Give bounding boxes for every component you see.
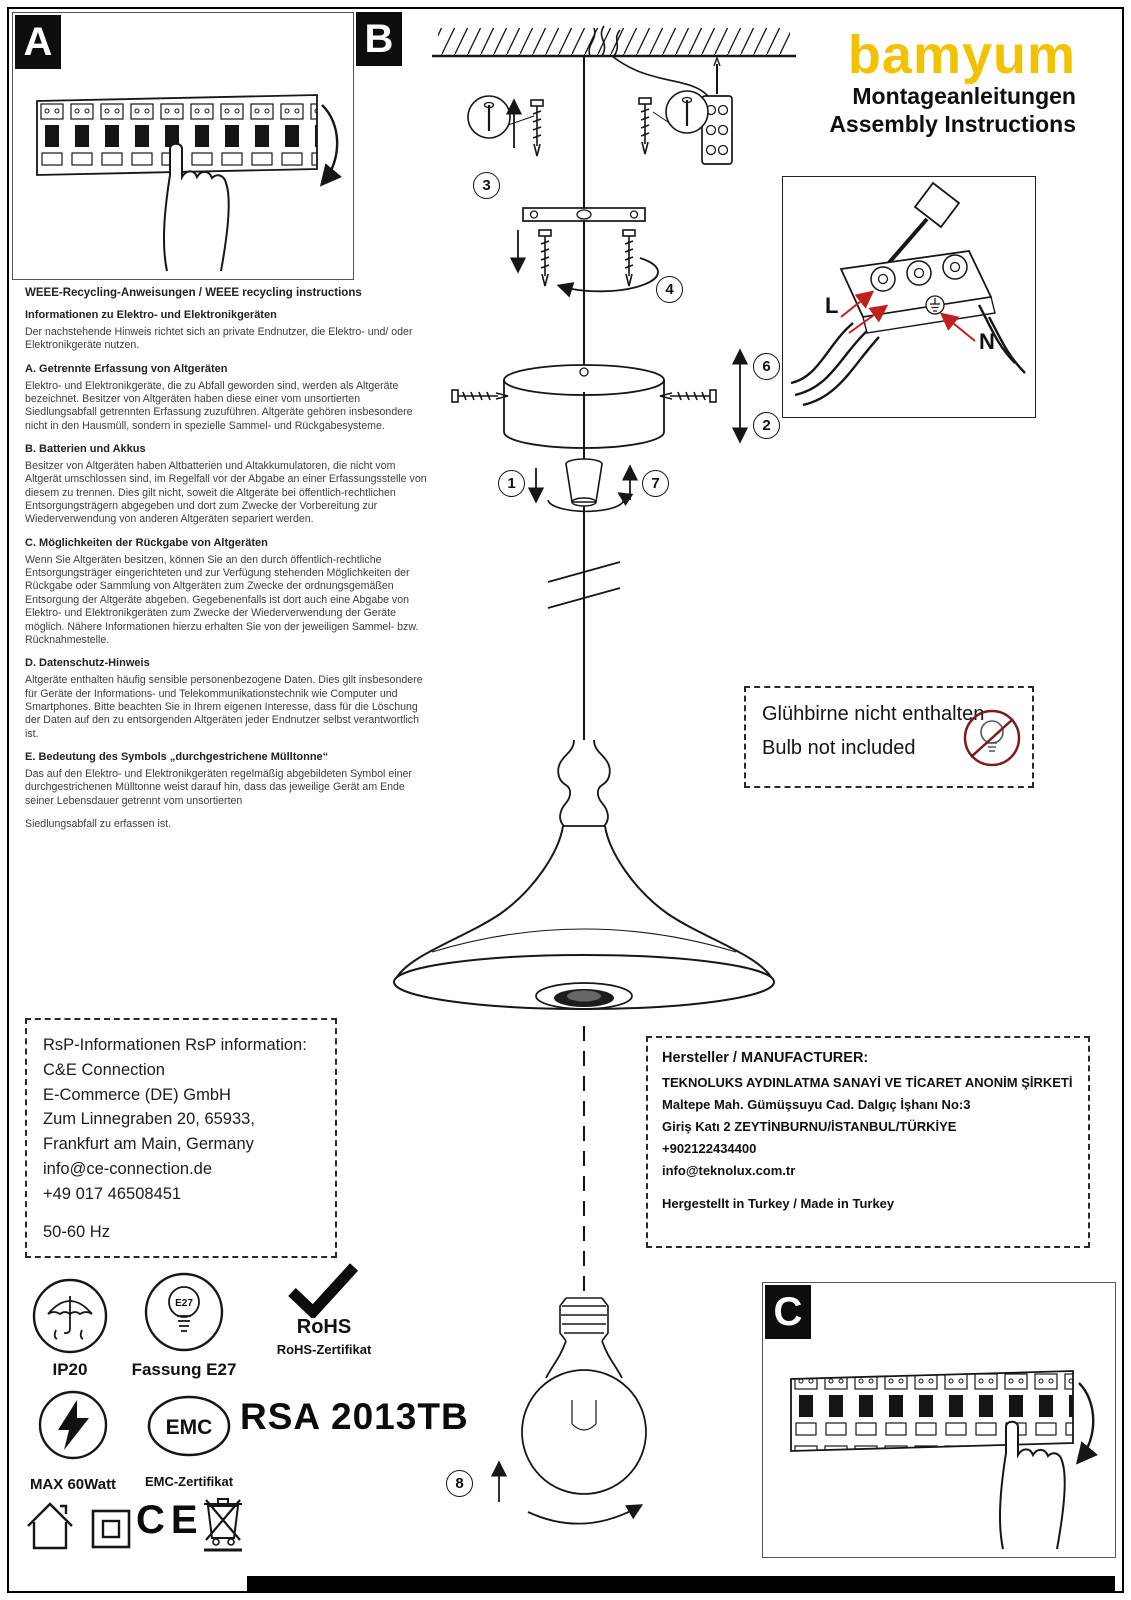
manufacturer-box: Hersteller / MANUFACTURER: TEKNOLUKS AYD…: [646, 1036, 1090, 1248]
weee-section: C. Möglichkeiten der Rückgabe von Altger…: [25, 537, 431, 647]
rsp-title: RsP-Informationen RsP information:: [43, 1036, 307, 1054]
weee-title: WEEE-Recycling-Anweisungen / WEEE recycl…: [25, 287, 362, 299]
weee-body: Das auf den Elektro- und Elektronikgerät…: [25, 767, 412, 807]
rsp-info-box: RsP-Informationen RsP information: C&E C…: [25, 1018, 337, 1258]
manufacturer-line: TEKNOLUKS AYDINLATMA SANAYİ VE TİCARET A…: [662, 1075, 1073, 1090]
ce-mark: CE: [136, 1498, 204, 1542]
bulb-notice-en: Bulb not included: [762, 737, 916, 759]
breaker-panel-illustration-a: [36, 94, 343, 272]
bulb-notice-box: Glühbirne nicht enthalten Bulb not inclu…: [744, 686, 1034, 788]
wiring-detail-box: L N: [782, 176, 1036, 418]
wiring-label-n: N: [979, 329, 995, 354]
breaker-panel-illustration-c: [790, 1370, 1099, 1550]
rohs-check-icon: [288, 1263, 359, 1318]
e27-mark: E27: [175, 1298, 193, 1309]
weee-instructions: WEEE-Recycling-Anweisungen / WEEE recycl…: [25, 287, 431, 831]
rsp-line: Frankfurt am Main, Germany: [43, 1135, 254, 1153]
double-square-icon: [91, 1509, 131, 1549]
weee-body: Wenn Sie Altgeräten besitzen, können Sie…: [25, 553, 419, 646]
weee-section: A. Getrennte Erfassung von Altgeräten El…: [25, 363, 431, 433]
section-label-b: B: [356, 12, 402, 66]
manufacturer-title: Hersteller / MANUFACTURER:: [662, 1050, 869, 1066]
panel-a: A: [12, 12, 354, 280]
weee-body: Der nachstehende Hinweis richtet sich an…: [25, 326, 413, 352]
brand-subtitle-de: Montageanleitungen: [852, 83, 1076, 109]
ip20-icon: [32, 1278, 108, 1354]
weee-heading: Informationen zu Elektro- und Elektronik…: [25, 309, 277, 321]
rsp-line: info@ce-connection.de: [43, 1159, 213, 1178]
step-badge-8: 8: [446, 1470, 473, 1497]
step-badge-7: 7: [642, 470, 669, 497]
rsp-frequency: 50-60 Hz: [43, 1223, 110, 1242]
emc-icon: EMC: [147, 1395, 231, 1457]
step-badge-3: 3: [473, 172, 500, 199]
max-watt-label: MAX 60Watt: [29, 1476, 117, 1493]
wiring-detail-illustration: L N: [790, 181, 1026, 407]
made-in-label: Hergestellt in Turkey / Made in Turkey: [662, 1196, 895, 1211]
manufacturer-line: info@teknolux.com.tr: [662, 1163, 796, 1178]
max-watt-icon: [38, 1390, 108, 1460]
weee-section: E. Bedeutung des Symbols „durchgestriche…: [25, 751, 431, 808]
weee-heading: A. Getrennte Erfassung von Altgeräten: [25, 362, 228, 375]
weee-body: Elektro- und Elektronikgeräte, die zu Ab…: [25, 379, 413, 432]
step-badge-1: 1: [498, 470, 525, 497]
panel-c: C: [762, 1282, 1116, 1558]
weee-bin-icon: [204, 1498, 242, 1552]
weee-heading: D. Datenschutz-Hinweis: [25, 657, 150, 670]
brand-subtitle-en: Assembly Instructions: [829, 111, 1076, 138]
manufacturer-line: +902122434400: [662, 1141, 757, 1156]
weee-heading: B. Batterien und Akkus: [25, 443, 146, 456]
bottom-bar: [247, 1576, 1115, 1592]
house-icon: [27, 1502, 73, 1550]
weee-body: Besitzer von Altgeräten haben Altbatteri…: [25, 460, 427, 526]
weee-body: Altgeräte enthalten häufig sensible pers…: [25, 674, 423, 740]
emc-cert-label: EMC-Zertifikat: [144, 1474, 234, 1489]
assembly-diagram: [393, 25, 796, 1525]
weee-footer: Siedlungsabfall zu erfassen ist.: [25, 817, 172, 830]
step-badge-6: 6: [753, 353, 780, 380]
step-badge-4: 4: [656, 276, 683, 303]
e27-label: Fassung E27: [131, 1360, 237, 1379]
manufacturer-line: Maltepe Mah. Gümüşsuyu Cad. Dalgıç İşhan…: [662, 1097, 971, 1112]
wiring-label-l: L: [825, 293, 838, 318]
section-label-a: A: [15, 15, 61, 69]
rsp-line: Zum Linnegraben 20, 65933,: [43, 1110, 255, 1129]
rsp-line: E-Commerce (DE) GmbH: [43, 1085, 231, 1104]
manufacturer-line: Giriş Katı 2 ZEYTİNBURNU/İSTANBUL/TÜRKİY…: [662, 1119, 957, 1134]
weee-heading: E. Bedeutung des Symbols „durchgestriche…: [25, 750, 329, 763]
ip20-label: IP20: [52, 1360, 88, 1379]
brand-block: bamyum Montageanleitungen Assembly Instr…: [780, 28, 1090, 138]
rohs-label: RoHS: [296, 1316, 352, 1338]
bulb-notice-de: Glühbirne nicht enthalten: [762, 703, 985, 725]
rohs-cert-label: RoHS-Zertifikat: [276, 1342, 372, 1357]
rsp-line: C&E Connection: [43, 1060, 165, 1079]
weee-section: Informationen zu Elektro- und Elektronik…: [25, 309, 431, 353]
weee-heading: C. Möglichkeiten der Rückgabe von Altger…: [25, 536, 268, 549]
bulb-excluded-icon: [963, 709, 1021, 767]
weee-section: D. Datenschutz-Hinweis Altgeräte enthalt…: [25, 657, 431, 741]
step-badge-2: 2: [753, 412, 780, 439]
weee-section: B. Batterien und Akkus Besitzer von Altg…: [25, 443, 431, 527]
section-label-c: C: [765, 1285, 811, 1339]
brand-logo: bamyum: [847, 25, 1076, 85]
rsp-line: +49 017 46508451: [43, 1184, 182, 1203]
emc-text: EMC: [166, 1416, 213, 1439]
e27-socket-icon: E27: [144, 1272, 224, 1352]
model-number: RSA 2013TB: [240, 1396, 469, 1437]
